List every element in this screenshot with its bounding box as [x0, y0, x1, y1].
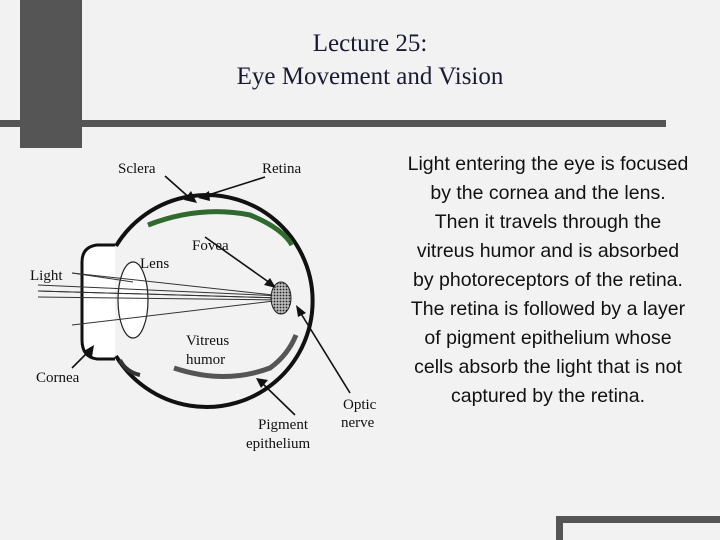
pigment-epithelium-arc	[173, 334, 299, 379]
label-optic: Optic	[343, 397, 377, 413]
label-retina: Retina	[262, 161, 301, 177]
label-nerve: nerve	[341, 415, 375, 431]
pointer-lines	[71, 175, 351, 416]
slide-title: Lecture 25: Eye Movement and Vision	[170, 27, 570, 93]
cornea-shape	[80, 243, 115, 361]
label-lens: Lens	[140, 256, 169, 272]
lens-shape	[117, 261, 149, 339]
inner-lower-arc	[118, 359, 141, 377]
eye-diagram: Sclera Retina Lens Fovea Light Vitreus h…	[30, 161, 377, 452]
label-pigment: Pigment	[258, 417, 309, 433]
label-humor: humor	[186, 352, 225, 368]
pointer-arrowheads	[84, 191, 306, 388]
retina-arc	[147, 209, 295, 247]
label-epithelium: epithelium	[246, 436, 310, 452]
description-text: Light entering the eye is focused by the…	[407, 153, 689, 407]
label-cornea: Cornea	[36, 370, 80, 386]
title-divider	[0, 120, 666, 127]
footer-divider-corner	[556, 516, 563, 540]
light-rays	[37, 272, 283, 326]
label-vitreus: Vitreus	[186, 333, 229, 349]
slide-title-line2: Eye Movement and Vision	[236, 63, 504, 90]
label-fovea: Fovea	[192, 238, 229, 254]
sclera-arc	[114, 193, 315, 409]
label-light: Light	[30, 268, 63, 284]
label-sclera: Sclera	[118, 161, 156, 177]
fovea-region	[270, 281, 292, 315]
slide-title-line1: Lecture 25:	[312, 30, 428, 57]
footer-divider	[556, 516, 720, 523]
